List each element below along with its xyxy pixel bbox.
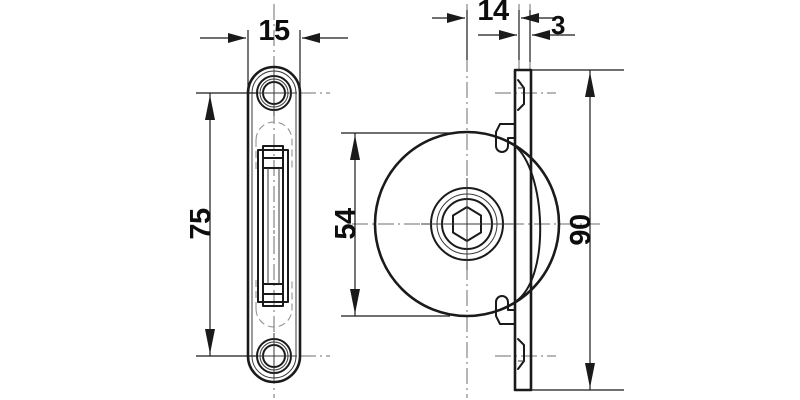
side-view-group xyxy=(495,68,542,392)
plan-view-group xyxy=(373,130,561,318)
dim90-arrow-top xyxy=(585,72,595,97)
dim75-label: 75 xyxy=(185,208,217,240)
dim3-arrow-right xyxy=(532,30,550,40)
side-plate-body xyxy=(513,68,533,392)
front-view-group xyxy=(246,65,302,384)
slot-top-block xyxy=(262,145,284,169)
dim54-label: 54 xyxy=(330,208,362,240)
dim14-arrow-left xyxy=(447,13,465,23)
dimension-90: 90 xyxy=(531,69,624,391)
main-body-circle xyxy=(373,130,561,318)
bottom-countersink-notch xyxy=(517,338,525,370)
dimension-3: 3 xyxy=(478,10,575,62)
dome-profile-arc xyxy=(514,145,542,303)
dim3-label: 3 xyxy=(551,10,565,40)
central-slot-inner xyxy=(262,157,284,295)
dim75-arrow-top xyxy=(205,95,215,120)
dim90-arrow-bottom xyxy=(585,363,595,388)
dim90-label: 90 xyxy=(565,214,597,245)
dim14-label: 14 xyxy=(477,0,509,27)
dim15-arrow-right xyxy=(302,33,320,43)
lower-retaining-tab xyxy=(495,295,516,325)
central-slot-outer xyxy=(257,149,289,303)
dim15-arrow-left xyxy=(228,33,246,43)
dim54-arrow-bottom xyxy=(350,289,360,314)
dimension-75: 75 xyxy=(185,92,258,357)
upper-retaining-tab xyxy=(495,123,516,153)
dim54-arrow-top xyxy=(350,135,360,160)
dim3-arrow-left xyxy=(499,30,517,40)
dimension-15: 15 xyxy=(200,15,348,100)
front-plate-outline xyxy=(246,65,302,384)
dimension-14: 14 xyxy=(432,0,556,60)
top-countersink-notch xyxy=(517,79,525,111)
slot-bottom-block xyxy=(262,283,284,307)
dim15-label: 15 xyxy=(258,15,290,47)
dimension-54: 54 xyxy=(330,132,450,317)
dim75-arrow-bottom xyxy=(205,329,215,354)
